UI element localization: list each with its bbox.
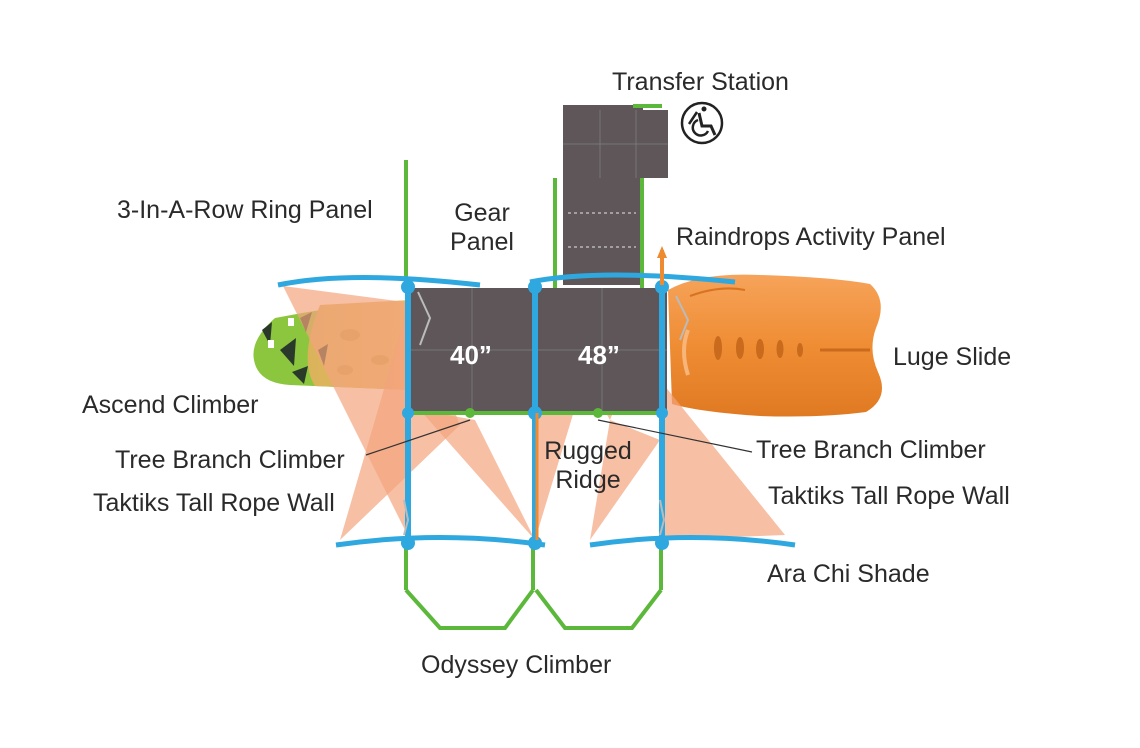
- label-raindrops-panel: Raindrops Activity Panel: [676, 223, 946, 251]
- label-odyssey-climber: Odyssey Climber: [421, 651, 612, 679]
- label-ara-chi-shade: Ara Chi Shade: [767, 560, 930, 588]
- wheelchair-icon: [680, 101, 724, 145]
- decks: [410, 288, 667, 413]
- label-taktiks-left: Taktiks Tall Rope Wall: [93, 489, 335, 517]
- label-gear-panel: Gear Panel: [446, 199, 518, 257]
- label-taktiks-right: Taktiks Tall Rope Wall: [768, 482, 1010, 510]
- label-rugged-ridge-line1: Rugged: [544, 437, 632, 465]
- rope-walls: [403, 291, 690, 536]
- label-rugged-ridge: Rugged Ridge: [540, 437, 636, 495]
- deck-height-left: 40”: [450, 340, 492, 370]
- label-ring-panel: 3-In-A-Row Ring Panel: [117, 196, 373, 224]
- raindrops-activity-panel: [657, 246, 667, 285]
- label-tree-branch-left: Tree Branch Climber: [115, 446, 345, 474]
- leader-lines: [365, 419, 753, 456]
- label-tree-branch-right: Tree Branch Climber: [756, 436, 986, 464]
- label-rugged-ridge-line2: Ridge: [555, 465, 621, 494]
- luge-slide: [668, 274, 882, 417]
- label-gear-panel-line1: Gear: [454, 199, 510, 227]
- transfer-station: [553, 104, 668, 290]
- label-gear-panel-line2: Panel: [450, 227, 514, 256]
- label-ascend-climber: Ascend Climber: [82, 391, 259, 419]
- deck-height-right: 48”: [578, 340, 620, 370]
- label-luge-slide: Luge Slide: [893, 343, 1012, 371]
- green-joints: [465, 408, 603, 418]
- post-joints: [401, 280, 669, 550]
- label-transfer-station: Transfer Station: [612, 68, 789, 96]
